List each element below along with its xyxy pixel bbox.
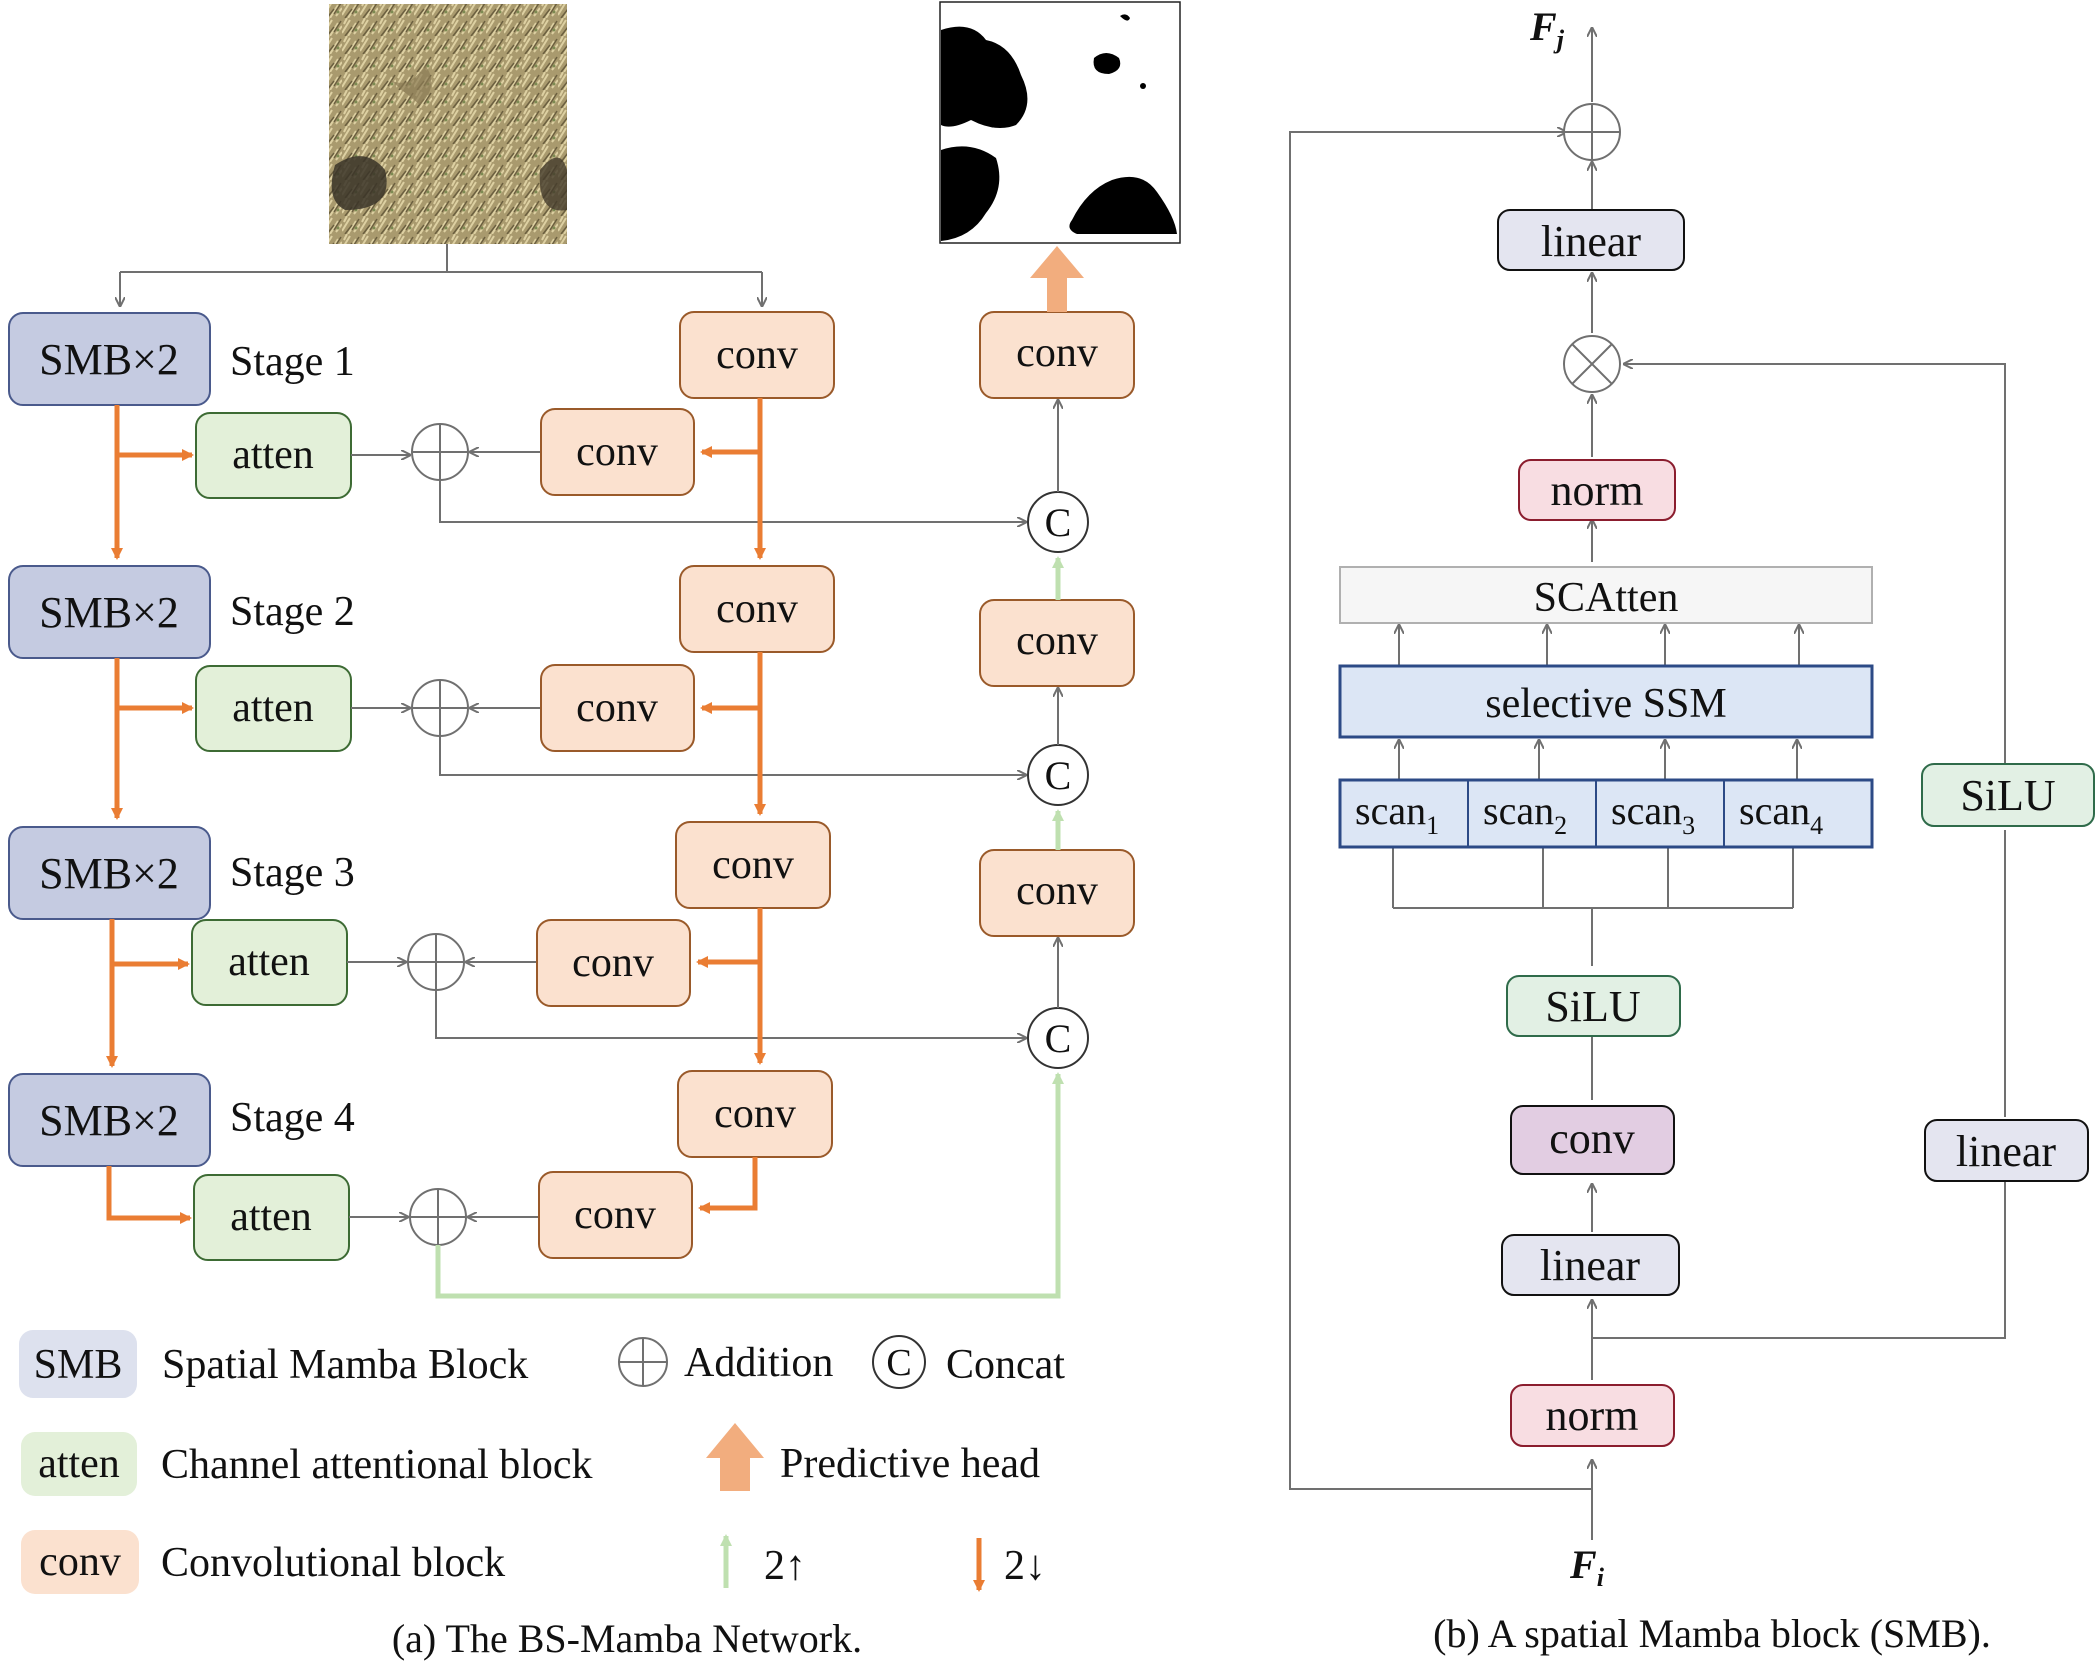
legend-conv-key: conv	[39, 1539, 121, 1585]
atten-label-4: atten	[230, 1194, 312, 1240]
fusion-connectors	[347, 452, 1026, 1217]
output-feature-label: Fj	[1529, 4, 1565, 54]
conv-label-m1: conv	[576, 429, 658, 475]
encoder-downsample-arrows	[106, 405, 194, 1224]
selective-ssm-label: selective SSM	[1485, 681, 1726, 727]
smb-block-stage-1	[8, 312, 211, 406]
input-feature-label: Fi	[1569, 1542, 1605, 1592]
conv-label-r3: conv	[712, 842, 794, 888]
smb-merge-nodes	[1563, 103, 1621, 393]
legend-atten-key: atten	[38, 1441, 120, 1487]
concat-label-1: C	[1045, 500, 1072, 545]
stage-label-1: Stage 1	[230, 339, 355, 385]
stage-label-4: Stage 4	[230, 1095, 355, 1141]
conv-label-r1: conv	[716, 332, 798, 378]
smb-block-stage-2	[8, 565, 211, 659]
scatten-label: SCAtten	[1534, 575, 1679, 621]
smb-blocks-panel-b	[1338, 209, 2095, 1447]
legend	[19, 1330, 985, 1594]
legend-head-desc: Predictive head	[780, 1441, 1040, 1487]
linear-right-label: linear	[1956, 1127, 2057, 1176]
predictive-head-arrow	[1030, 246, 1084, 312]
silu-right-label: SiLU	[1960, 771, 2055, 820]
legend-smb-desc: Spatial Mamba Block	[162, 1342, 528, 1388]
caption-a: (a) The BS-Mamba Network.	[392, 1616, 862, 1661]
concat-label-2: C	[1045, 753, 1072, 798]
stage-label-2: Stage 2	[230, 589, 355, 635]
linear-left-label: linear	[1540, 1241, 1641, 1290]
scan-3-label: scan3	[1611, 788, 1695, 840]
smb-connectors	[1289, 28, 2005, 1540]
conv-label-m4: conv	[574, 1192, 656, 1238]
legend-addition-desc: Addition	[684, 1340, 833, 1386]
norm-mid-label: norm	[1551, 466, 1644, 515]
smb-label-1: SMB×2	[39, 335, 179, 384]
scan-2-label: scan2	[1483, 788, 1567, 840]
smb-blocks	[8, 312, 211, 1167]
conv-blocks	[536, 311, 835, 1259]
decoder-conv-label-2: conv	[1016, 618, 1098, 664]
smb-label-4: SMB×2	[39, 1096, 179, 1145]
decoder-upsample-arrows	[435, 556, 1064, 1299]
addition-nodes	[407, 423, 469, 1246]
atten-label-2: atten	[232, 685, 314, 731]
legend-conv-desc: Convolutional block	[161, 1540, 505, 1586]
decoder-conv-label-3: conv	[1016, 868, 1098, 914]
output-mask-image	[939, 1, 1181, 244]
atten-blocks	[191, 412, 352, 1261]
concat-label-3: C	[1045, 1016, 1072, 1061]
legend-concat-desc: Concat	[946, 1342, 1065, 1388]
decoder-conv-blocks	[979, 311, 1135, 937]
input-image	[329, 4, 567, 244]
legend-down-desc: 2↓	[1004, 1543, 1046, 1589]
smb-label-2: SMB×2	[39, 588, 179, 637]
atten-label-1: atten	[232, 432, 314, 478]
conv-label-r4: conv	[714, 1091, 796, 1137]
conv-label: conv	[1549, 1114, 1635, 1163]
linear-top-label: linear	[1541, 217, 1642, 266]
norm-bottom-label: norm	[1546, 1391, 1639, 1440]
conv-label-r2: conv	[716, 586, 798, 632]
scan-1-label: scan1	[1355, 788, 1439, 840]
caption-b: (b) A spatial Mamba block (SMB).	[1433, 1611, 1991, 1656]
input-split-connector	[120, 244, 762, 306]
scan-4-label: scan4	[1739, 788, 1823, 840]
concat-nodes	[1027, 491, 1089, 1069]
smb-label-3: SMB×2	[39, 849, 179, 898]
silu-left-label: SiLU	[1545, 982, 1640, 1031]
stage-label-3: Stage 3	[230, 850, 355, 896]
conv-branch-downsample-arrows	[696, 398, 766, 1214]
atten-label-3: atten	[228, 939, 310, 985]
legend-up-desc: 2↑	[764, 1543, 806, 1589]
legend-smb-key: SMB	[34, 1342, 123, 1388]
legend-atten-desc: Channel attentional block	[161, 1442, 593, 1488]
decoder-conv-label-1: conv	[1016, 330, 1098, 376]
legend-concat-key: C	[886, 1342, 911, 1384]
conv-label-m2: conv	[576, 685, 658, 731]
conv-label-m3: conv	[572, 940, 654, 986]
predictive-head-legend-icon	[706, 1423, 764, 1491]
